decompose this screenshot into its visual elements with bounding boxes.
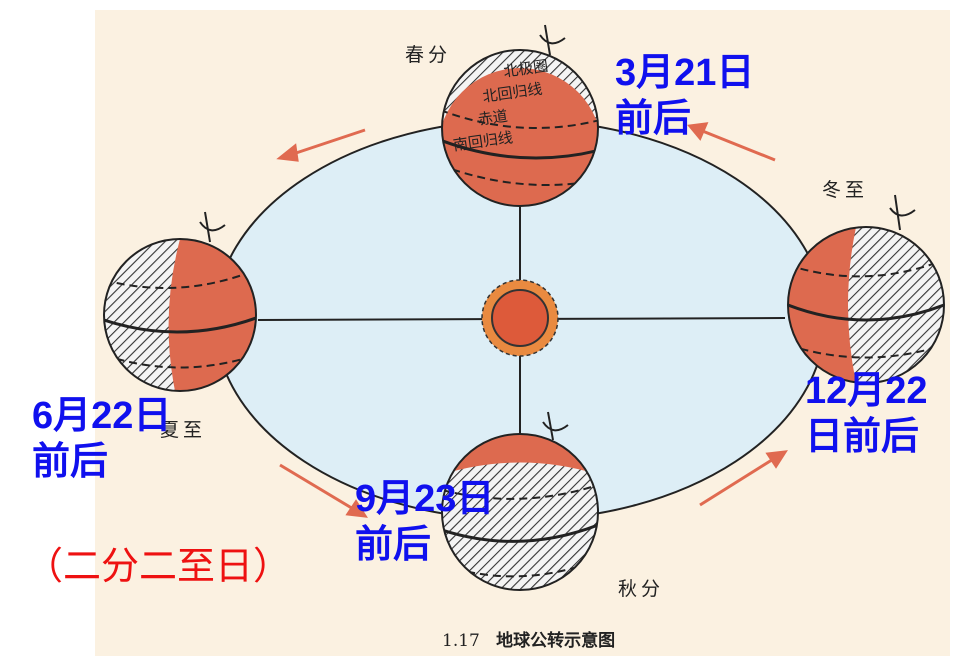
latitude-labels: 北极圈 北回归线 赤道 南回归线	[452, 55, 558, 155]
label-winter: 冬至	[822, 179, 869, 201]
label-spring: 春分	[405, 44, 452, 66]
date-spring: 3月21日前后	[615, 52, 755, 140]
globe-winter	[788, 227, 944, 383]
label-autumn: 秋分	[618, 578, 665, 600]
sun	[481, 279, 559, 357]
note-solstice-equinox: （二分二至日）	[25, 544, 292, 588]
figure-number: 1.17	[442, 631, 480, 651]
rotation-arrow-icons	[199, 24, 916, 441]
orbit-arrows	[276, 122, 788, 518]
globe-spring	[442, 50, 598, 206]
figure-title: 地球公转示意图	[496, 631, 616, 651]
figure-caption: 1.17 地球公转示意图	[442, 626, 615, 651]
date-autumn: 9月23日前后	[355, 478, 495, 566]
label-summer: 夏至	[160, 419, 207, 441]
date-summer: 6月22日前后	[32, 395, 172, 483]
globe-summer	[104, 239, 256, 391]
